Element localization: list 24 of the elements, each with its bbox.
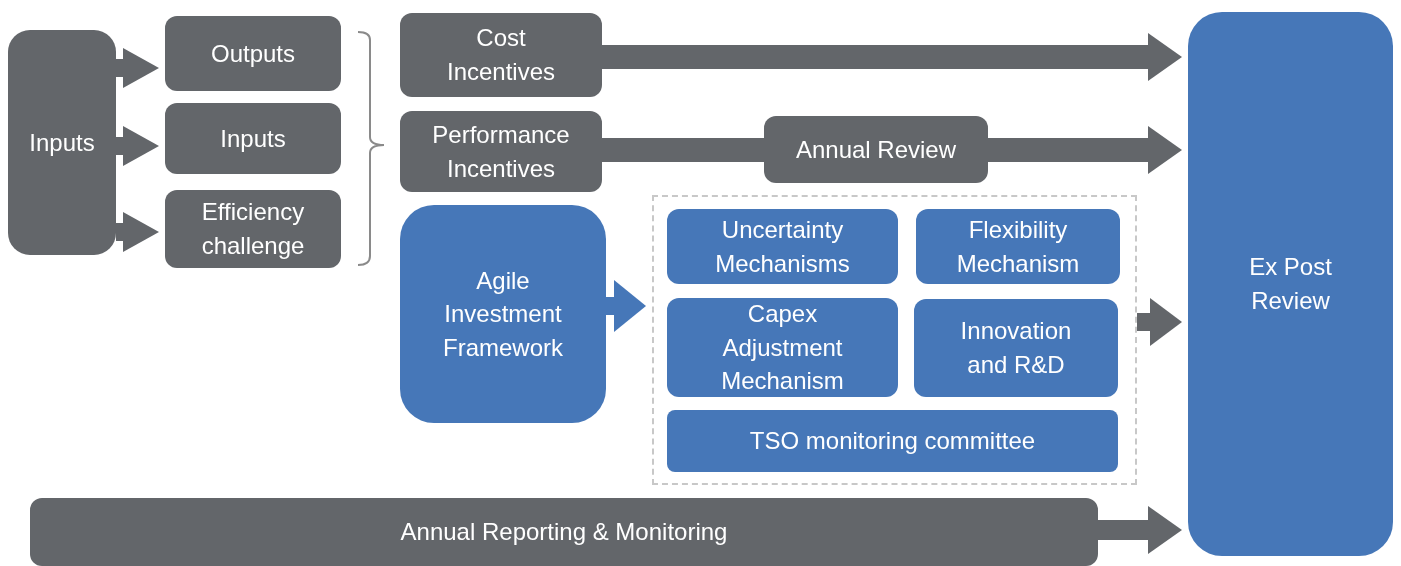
block-arrow [606, 280, 646, 332]
block-arrow [1137, 298, 1182, 346]
process-box: Flexibility Mechanism [916, 209, 1120, 284]
process-box: Agile Investment Framework [400, 205, 606, 423]
process-box: Outputs [165, 16, 341, 91]
process-box: Inputs [8, 30, 116, 255]
dashed-group-frame [652, 195, 1137, 485]
block-arrow [116, 48, 159, 88]
block-arrow [602, 33, 1182, 81]
process-box: Annual Reporting & Monitoring [30, 498, 1098, 566]
process-box: Annual Review [764, 116, 988, 183]
block-arrow [1098, 506, 1182, 554]
process-box: Uncertainty Mechanisms [667, 209, 898, 284]
process-box: Inputs [165, 103, 341, 174]
process-box: Innovation and R&D [914, 299, 1118, 397]
block-arrow [116, 212, 159, 252]
process-box: Efficiency challenge [165, 190, 341, 268]
block-arrow [116, 126, 159, 166]
process-box: Capex Adjustment Mechanism [667, 298, 898, 397]
block-arrow [988, 126, 1182, 174]
process-box: Performance Incentives [400, 111, 602, 192]
process-box: TSO monitoring committee [667, 410, 1118, 472]
process-box: Ex Post Review [1188, 12, 1393, 556]
process-box: Cost Incentives [400, 13, 602, 97]
